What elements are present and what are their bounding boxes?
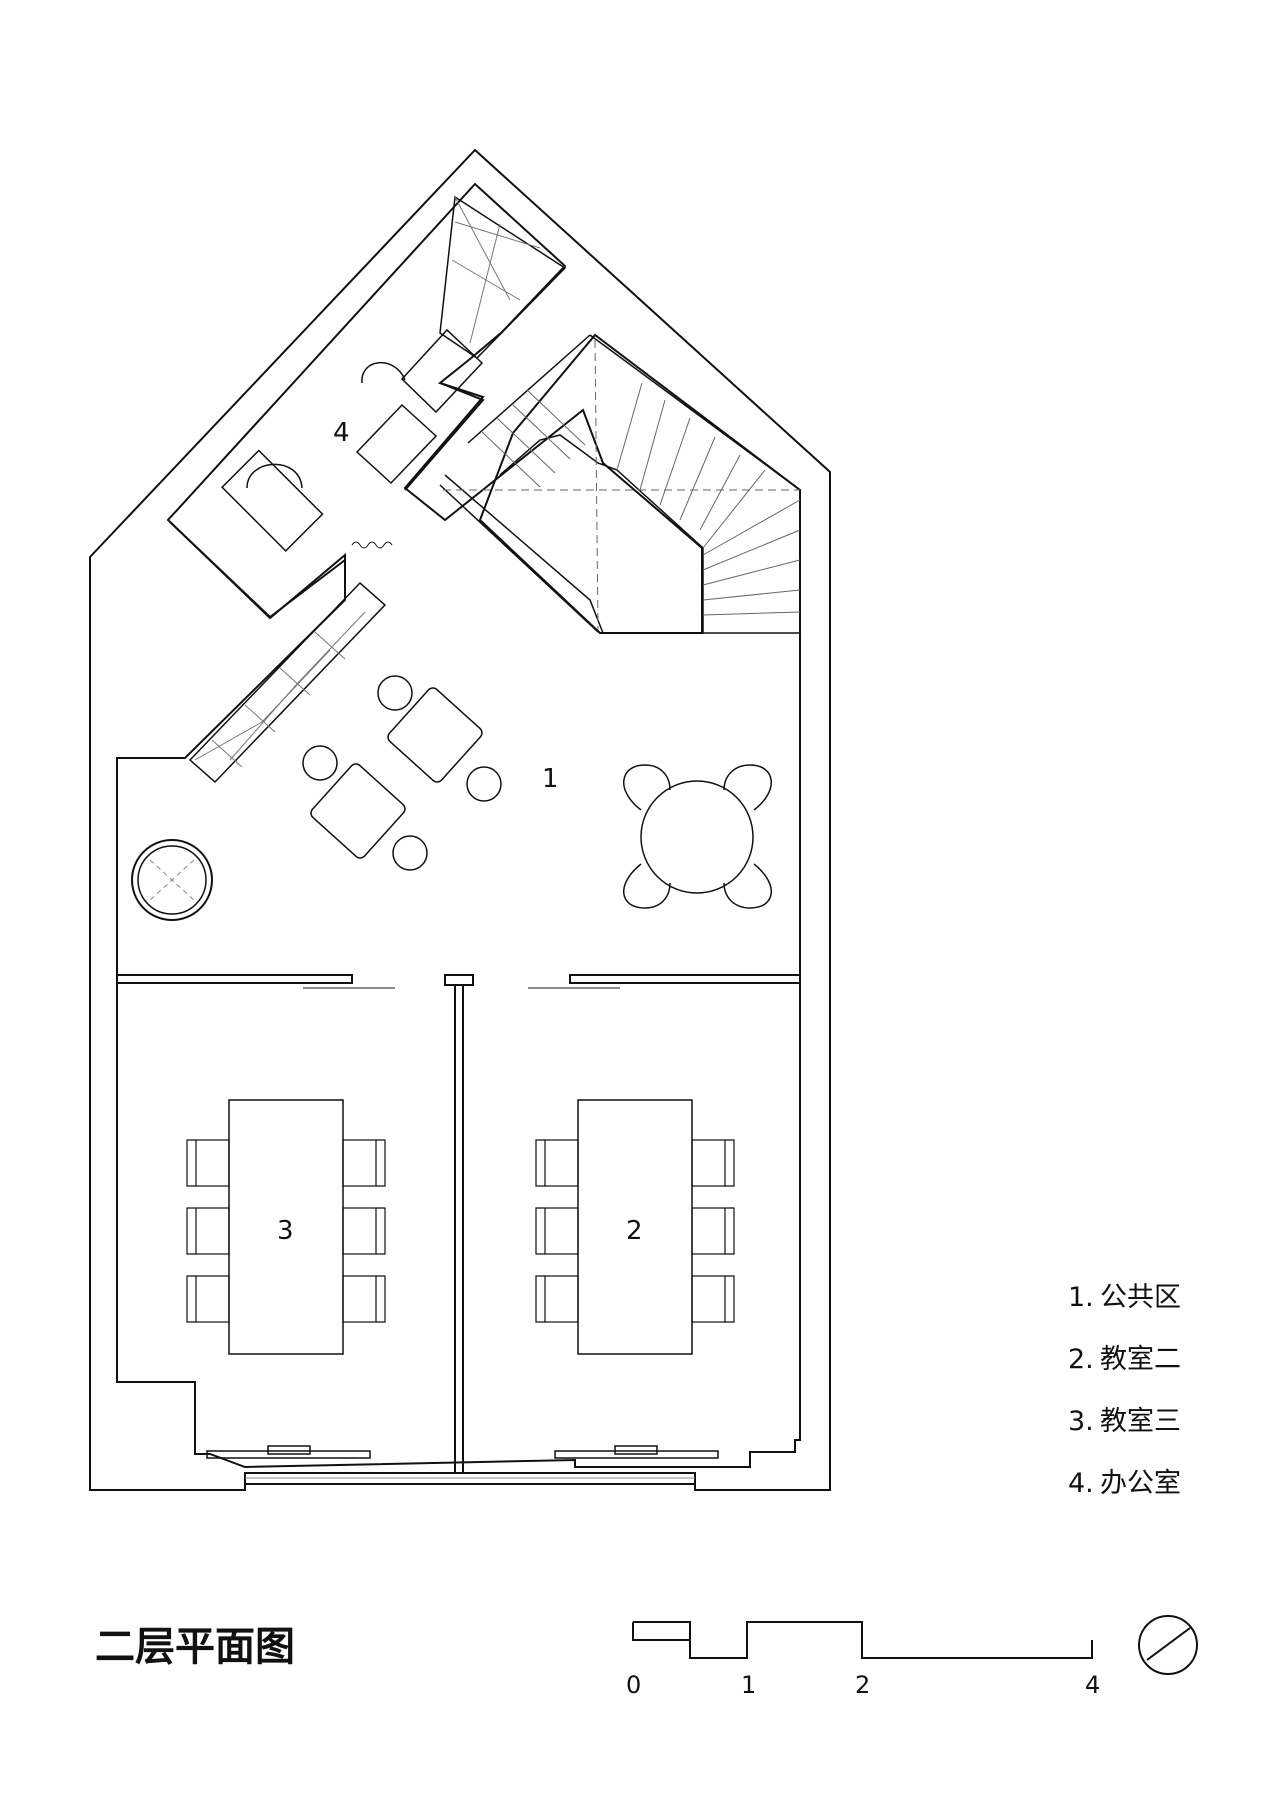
legend: 1. 公共区 2. 教室二 3. 教室三 4. 办公室 xyxy=(1068,1282,1181,1499)
public-furniture xyxy=(116,675,772,983)
legend-name-2: 教室二 xyxy=(1100,1344,1181,1375)
scale-label-2: 2 xyxy=(855,1671,870,1699)
office-cabinets xyxy=(221,195,567,552)
scale-bar: 0 1 2 4 xyxy=(626,1621,1100,1699)
classroom3-furniture xyxy=(186,1099,386,1459)
office-walls xyxy=(169,382,485,619)
legend-num-4: 4. xyxy=(1068,1468,1094,1499)
legend-num-3: 3. xyxy=(1068,1406,1094,1437)
scale-label-1: 1 xyxy=(741,1671,756,1699)
legend-num-2: 2. xyxy=(1068,1344,1094,1375)
legend-name-3: 教室三 xyxy=(1100,1406,1181,1437)
partitions xyxy=(116,974,801,1474)
legend-num-1: 1. xyxy=(1068,1282,1094,1313)
scale-label-4: 4 xyxy=(1085,1671,1100,1699)
room-number-public: 1 xyxy=(542,764,559,794)
scale-label-0: 0 xyxy=(626,1671,641,1699)
classroom2-furniture xyxy=(535,1099,735,1459)
north-arrow-icon xyxy=(1138,1615,1198,1675)
room-number-office: 4 xyxy=(333,418,350,448)
room-number-classroom2: 2 xyxy=(626,1216,643,1246)
inner-wall xyxy=(116,182,801,1469)
legend-name-4: 办公室 xyxy=(1100,1468,1181,1499)
staircase xyxy=(439,334,801,634)
bottom-wall xyxy=(245,1472,695,1485)
legend-name-1: 公共区 xyxy=(1100,1282,1181,1313)
diagonal-shelving xyxy=(188,541,393,784)
drawing-title: 二层平面图 xyxy=(95,1624,295,1670)
room-number-classroom3: 3 xyxy=(277,1216,294,1246)
outer-wall xyxy=(89,148,831,1491)
building-envelope xyxy=(89,148,831,1491)
